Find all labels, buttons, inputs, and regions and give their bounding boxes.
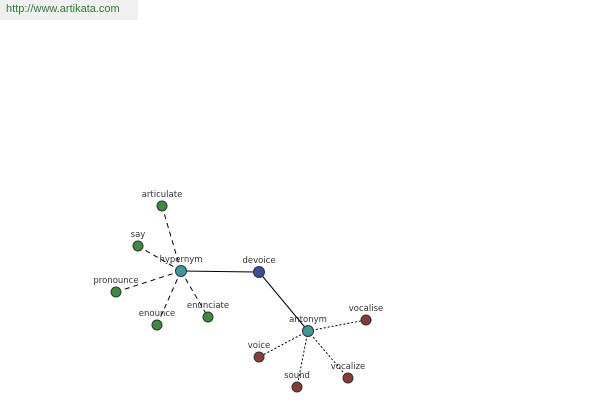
node-antonym-circle[interactable] bbox=[302, 325, 314, 337]
node-enunciate[interactable]: enunciate bbox=[187, 301, 229, 323]
node-sound-label[interactable]: sound bbox=[284, 371, 310, 381]
node-voice-circle[interactable] bbox=[253, 351, 265, 363]
node-hypernym-label[interactable]: hypernym bbox=[159, 255, 202, 265]
node-pronounce[interactable]: pronounce bbox=[93, 276, 139, 298]
node-vocalize[interactable]: vocalize bbox=[331, 362, 366, 384]
edge-antonym-sound bbox=[296, 330, 309, 388]
site-url[interactable]: http://www.artikata.com bbox=[0, 0, 138, 20]
node-say[interactable]: say bbox=[131, 230, 146, 252]
edge-antonym-vocalise bbox=[307, 319, 367, 332]
node-vocalise[interactable]: vocalise bbox=[349, 304, 384, 326]
node-enunciate-circle[interactable] bbox=[202, 311, 214, 323]
edge-antonym-voice bbox=[258, 330, 309, 358]
node-vocalize-circle[interactable] bbox=[342, 372, 354, 384]
node-pronounce-circle[interactable] bbox=[110, 286, 122, 298]
edge-hypernym-enounce bbox=[156, 270, 182, 326]
node-voice-label[interactable]: voice bbox=[248, 341, 271, 351]
edge-hypernym-pronounce bbox=[115, 270, 182, 293]
node-devoice[interactable]: devoice bbox=[242, 256, 276, 278]
edge-hypernym-articulate bbox=[161, 205, 182, 272]
node-enounce-circle[interactable] bbox=[151, 319, 163, 331]
node-antonym-label[interactable]: antonym bbox=[289, 315, 327, 325]
node-hypernym[interactable]: hypernym bbox=[159, 255, 203, 277]
node-enunciate-label[interactable]: enunciate bbox=[187, 301, 229, 311]
node-hypernym-circle[interactable] bbox=[175, 265, 187, 277]
node-sound-circle[interactable] bbox=[291, 381, 303, 393]
nodes-layer: devoice hypernym antonym articulate say … bbox=[93, 190, 384, 393]
node-vocalize-label[interactable]: vocalize bbox=[331, 362, 366, 372]
edges-layer bbox=[115, 205, 367, 388]
edge-devoice-antonym bbox=[258, 271, 309, 332]
node-sound[interactable]: sound bbox=[284, 371, 310, 393]
node-voice[interactable]: voice bbox=[248, 341, 271, 363]
node-antonym[interactable]: antonym bbox=[289, 315, 327, 337]
node-vocalise-circle[interactable] bbox=[360, 314, 372, 326]
node-say-label[interactable]: say bbox=[131, 230, 146, 240]
node-articulate-label[interactable]: articulate bbox=[142, 190, 183, 200]
node-say-circle[interactable] bbox=[132, 240, 144, 252]
node-enounce[interactable]: enounce bbox=[139, 309, 176, 331]
node-pronounce-label[interactable]: pronounce bbox=[93, 276, 138, 286]
node-devoice-label[interactable]: devoice bbox=[242, 256, 275, 266]
node-enounce-label[interactable]: enounce bbox=[139, 309, 176, 319]
node-vocalise-label[interactable]: vocalise bbox=[349, 304, 384, 314]
node-articulate-circle[interactable] bbox=[156, 200, 168, 212]
node-devoice-circle[interactable] bbox=[253, 266, 265, 278]
edge-hypernym-devoice bbox=[180, 270, 260, 273]
node-articulate[interactable]: articulate bbox=[142, 190, 183, 212]
